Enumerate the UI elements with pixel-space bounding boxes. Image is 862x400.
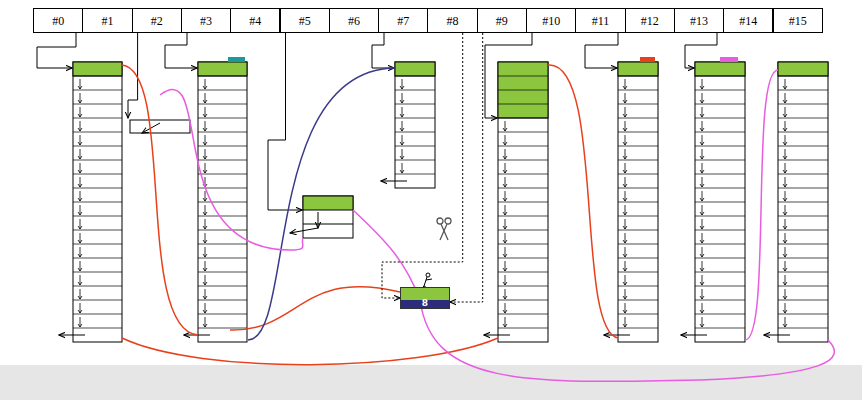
node-label: #15 [789, 15, 807, 27]
bucket-cell: #15 [773, 8, 823, 33]
bucket-cell: #11 [575, 8, 625, 33]
memory-block: 8 [400, 287, 450, 309]
bucket-cell: #6 [329, 8, 379, 33]
node-label: #7 [397, 15, 409, 27]
bucket-cell: #1 [82, 8, 132, 33]
node-label: #14 [739, 15, 757, 27]
bucket-cell: #5 [280, 8, 330, 33]
link-curves [122, 65, 834, 381]
node-label: #6 [348, 15, 360, 27]
node-label: #1 [101, 15, 113, 27]
bucket-cell: #3 [181, 8, 231, 33]
footer-band [0, 365, 862, 400]
node-label: #12 [641, 15, 659, 27]
pointer-lines [37, 21, 717, 210]
bucket-cell: #0 [33, 8, 83, 33]
free-list [59, 62, 122, 342]
bucket-cell: #12 [625, 8, 675, 33]
node-label: #5 [299, 15, 311, 27]
bucket-cell: #7 [378, 8, 428, 33]
bucket-cell: #14 [723, 8, 773, 33]
node-label: #2 [151, 15, 163, 27]
node-label: #9 [496, 15, 508, 27]
small-blocks [130, 120, 353, 238]
bucket-cell: #13 [674, 8, 724, 33]
node-label: #11 [592, 15, 610, 27]
node-label: 8 [422, 299, 428, 308]
free-list [381, 62, 435, 188]
node-label: #13 [690, 15, 708, 27]
mark [720, 57, 738, 62]
node-label: #10 [542, 15, 560, 27]
mark [640, 57, 655, 62]
pointer-connector [382, 33, 463, 298]
bucket-cell: #9 [477, 8, 527, 33]
bucket-cell: #4 [230, 8, 280, 33]
bucket-cell: #10 [526, 8, 576, 33]
node-label: #4 [249, 15, 261, 27]
pointer-connector [450, 33, 483, 302]
mark [228, 57, 245, 62]
bucket-cell: #8 [427, 8, 477, 33]
node-label: #8 [447, 15, 459, 27]
free-list [764, 62, 828, 342]
node-label: #3 [200, 15, 212, 27]
free-lists [59, 62, 828, 342]
bucket-cell: #2 [132, 8, 182, 33]
free-list [484, 62, 548, 342]
scissors-icon [437, 218, 451, 240]
free-list [604, 62, 658, 342]
free-list [681, 62, 745, 342]
free-list [184, 62, 247, 342]
node-label: #0 [52, 15, 64, 27]
